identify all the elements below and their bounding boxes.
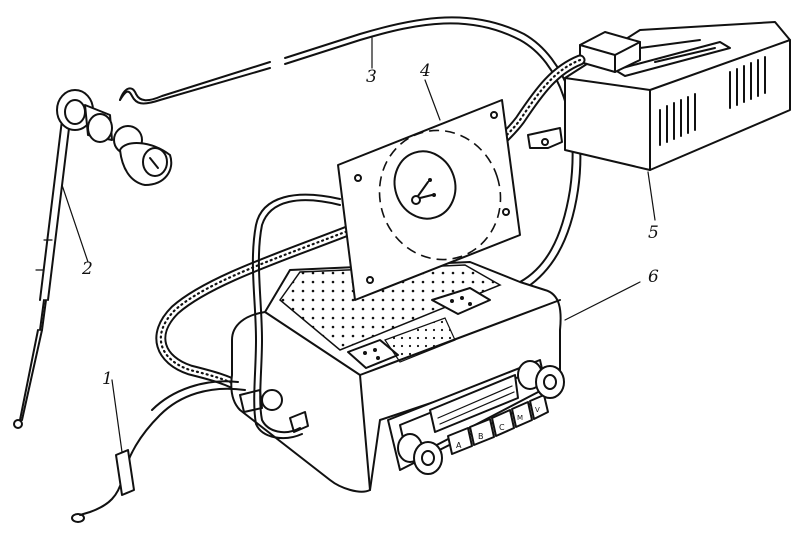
preset-label-c: C <box>499 423 505 432</box>
speaker-unit <box>527 21 791 171</box>
preset-button-c[interactable] <box>491 409 515 437</box>
preset-button-m[interactable] <box>511 401 533 428</box>
antenna-lead <box>251 193 341 440</box>
tuning-knob-left[interactable] <box>397 433 443 475</box>
preset-label-v: V <box>535 406 540 414</box>
label-3: 3 <box>366 67 377 87</box>
leader-1 <box>111 379 123 453</box>
preset-buttons: A B C M V <box>447 394 549 455</box>
part-labels: 1 2 3 4 5 6 <box>81 61 659 389</box>
dial-circle-inner <box>393 150 457 220</box>
speaker-cable <box>155 54 586 396</box>
label-4: 4 <box>419 61 431 81</box>
preset-button-v[interactable] <box>529 394 549 420</box>
leader-4 <box>424 79 441 121</box>
preset-label-a: A <box>456 441 462 450</box>
leader-2 <box>61 184 89 263</box>
radio-receiver: A B C M V <box>230 261 565 493</box>
preset-button-a[interactable] <box>447 427 473 455</box>
preset-label-b: B <box>478 432 484 441</box>
speaker-grille-front <box>659 56 766 146</box>
telescopic-antenna <box>13 89 173 429</box>
preset-button-b[interactable] <box>469 418 495 446</box>
dial-circle-outer <box>378 129 502 261</box>
label-5: 5 <box>648 223 659 243</box>
label-1: 1 <box>102 369 113 389</box>
label-2: 2 <box>81 259 93 279</box>
preset-label-m: M <box>517 414 523 422</box>
volume-knob-right[interactable] <box>517 360 565 399</box>
ground-lead <box>71 380 246 523</box>
dial-panel <box>337 99 521 301</box>
leader-6 <box>564 281 641 321</box>
label-6: 6 <box>648 267 659 287</box>
leader-5 <box>647 171 656 221</box>
leader-lines <box>61 37 656 453</box>
